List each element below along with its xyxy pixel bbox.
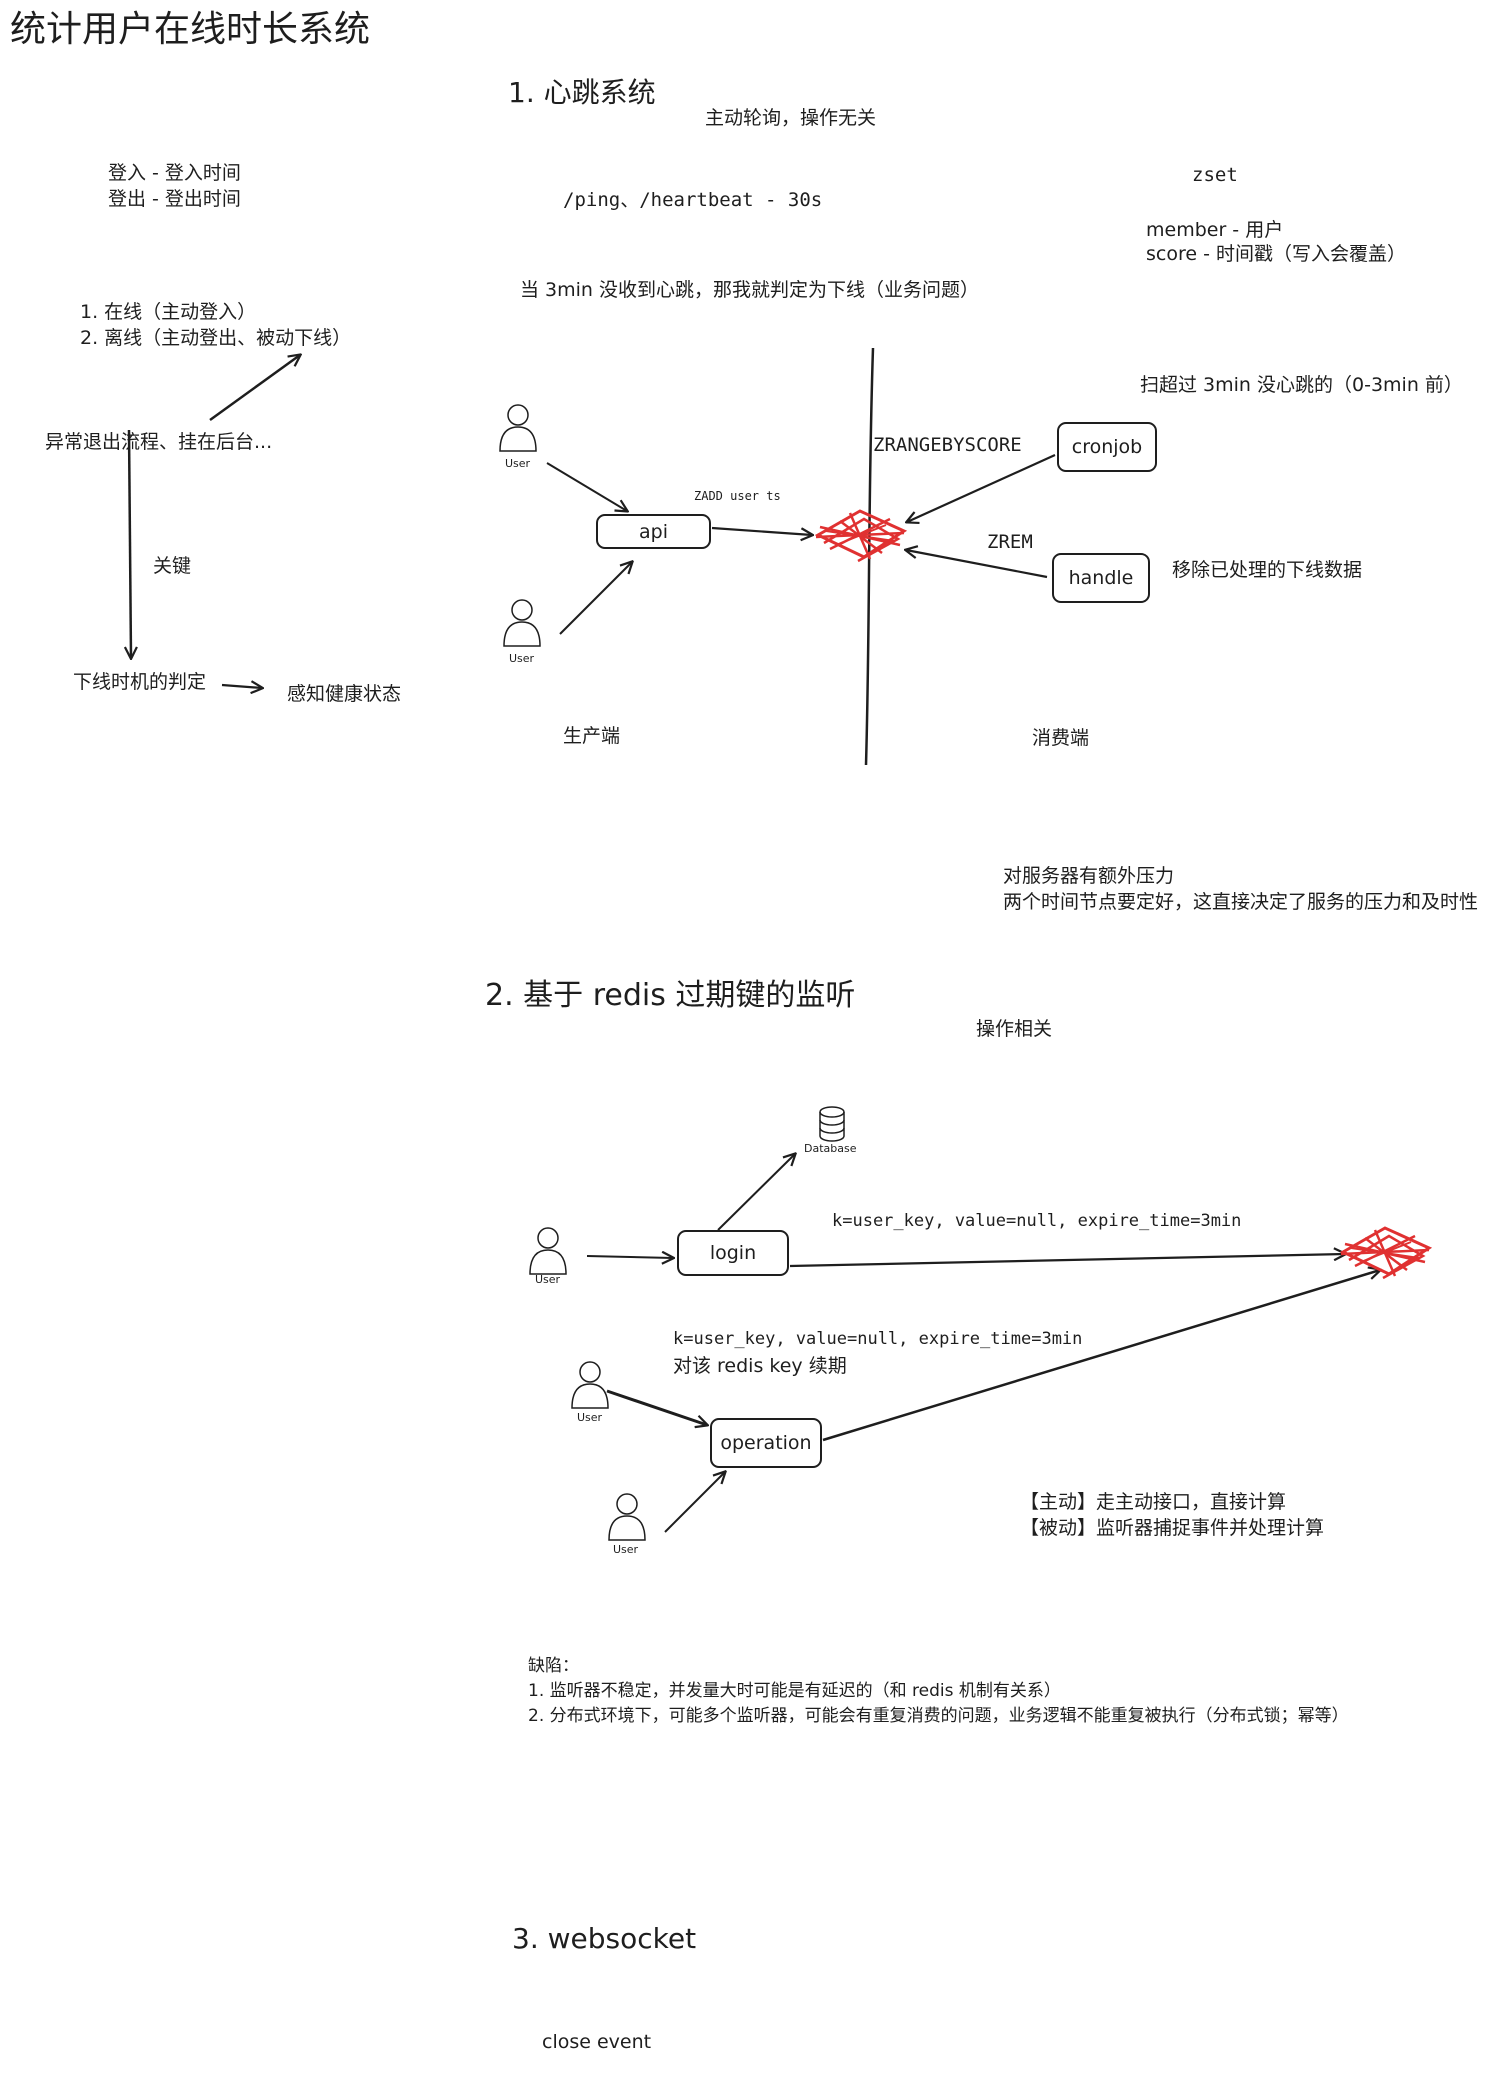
user-icon <box>571 1361 609 1409</box>
expire-note-operation: k=user_key, value=null, expire_time=3min <box>673 1329 1083 1349</box>
defects-title: 缺陷： <box>528 1656 579 1676</box>
user-icon <box>499 404 537 452</box>
expire-note-login: k=user_key, value=null, expire_time=3min <box>832 1211 1242 1231</box>
key-label: 关键 <box>153 555 192 577</box>
arrow-user-to-operation <box>606 1389 707 1425</box>
operation-box: operation <box>710 1418 822 1468</box>
user-icon <box>529 1227 567 1275</box>
page-title: 统计用户在线时长系统 <box>10 9 371 50</box>
abnormal-exit-note: 异常退出流程、挂在后台... <box>45 431 273 453</box>
zset-member-note: member - 用户 <box>1146 219 1284 241</box>
arrow-user-to-api <box>559 562 632 635</box>
pressure-note: 对服务器有额外压力 <box>1003 865 1175 887</box>
producer-label: 生产端 <box>563 725 621 747</box>
user-label: User <box>509 652 535 665</box>
arrow-user-to-operation <box>664 1472 725 1533</box>
arrow-cronjob-to-redis <box>907 453 1056 522</box>
scan-note: 扫超过 3min 没心跳的（0-3min 前） <box>1140 374 1463 396</box>
defect-item-1: 1. 监听器不稳定，并发量大时可能是有延迟的（和 redis 机制有关系） <box>528 1681 1061 1701</box>
zadd-label: ZADD user ts <box>694 489 781 503</box>
cronjob-box: cronjob <box>1057 422 1157 472</box>
section2-heading: 2. 基于 redis 过期键的监听 <box>485 978 856 1013</box>
user-icon <box>503 599 541 647</box>
zset-score-note: score - 时间戳（写入会覆盖） <box>1146 243 1406 265</box>
arrow-login-to-database <box>717 1154 795 1231</box>
login-box: login <box>677 1230 789 1276</box>
user-icon <box>608 1493 646 1541</box>
arrow-abnormal-to-judge <box>129 429 131 658</box>
arrow-user-to-api <box>546 462 627 511</box>
zrangebyscore-label: ZRANGEBYSCORE <box>873 434 1022 456</box>
arrow-handle-to-redis <box>906 550 1048 579</box>
database-label: Database <box>804 1142 857 1155</box>
database-icon <box>819 1106 845 1142</box>
section3-heading: 3. websocket <box>512 1922 697 1955</box>
ping-endpoint-note: /ping、/heartbeat - 30s <box>563 189 823 211</box>
user-label: User <box>577 1411 603 1424</box>
zset-label: zset <box>1192 164 1238 186</box>
zrem-label: ZREM <box>987 531 1033 553</box>
renew-note: 对该 redis key 续期 <box>673 1355 847 1377</box>
user-label: User <box>613 1543 639 1556</box>
arrow-api-to-redis <box>711 526 812 535</box>
active-note: 【主动】走主动接口，直接计算 <box>1020 1491 1287 1513</box>
section1-heading: 1. 心跳系统 <box>508 76 656 109</box>
arrow-login-to-redis <box>789 1254 1345 1268</box>
api-box: api <box>596 514 711 549</box>
logout-time-note: 登出 - 登出时间 <box>108 188 241 210</box>
login-time-note: 登入 - 登入时间 <box>108 162 241 184</box>
defect-item-2: 2. 分布式环境下，可能多个监听器，可能会有重复消费的问题，业务逻辑不能重复被执… <box>528 1706 1349 1726</box>
arrow-abnormal-to-offline <box>209 355 300 422</box>
timing-note: 两个时间节点要定好，这直接决定了服务的压力和及时性 <box>1003 891 1479 913</box>
redis-logo <box>814 509 908 563</box>
user-label: User <box>505 457 531 470</box>
arrow-judge-to-sense <box>221 685 262 688</box>
handle-box: handle <box>1052 553 1150 603</box>
redis-logo <box>1339 1226 1433 1280</box>
state-online: 1. 在线（主动登入） <box>80 301 257 323</box>
arrow-user-to-login <box>586 1256 673 1258</box>
section2-subtitle: 操作相关 <box>976 1018 1053 1040</box>
arrow-operation-to-redis <box>822 1270 1380 1442</box>
section1-subtitle: 主动轮询，操作无关 <box>705 107 877 129</box>
health-sense-label: 感知健康状态 <box>287 683 402 705</box>
offline-judge-label: 下线时机的判定 <box>73 671 207 693</box>
close-event-note: close event <box>542 2031 652 2053</box>
remove-desc-note: 移除已处理的下线数据 <box>1172 559 1363 581</box>
passive-note: 【被动】监听器捕捉事件并处理计算 <box>1020 1517 1325 1539</box>
heartbeat-rule-note: 当 3min 没收到心跳，那我就判定为下线（业务问题） <box>520 279 979 301</box>
consumer-label: 消费端 <box>1032 727 1090 749</box>
user-label: User <box>535 1273 561 1286</box>
state-offline: 2. 离线（主动登出、被动下线） <box>80 327 352 349</box>
